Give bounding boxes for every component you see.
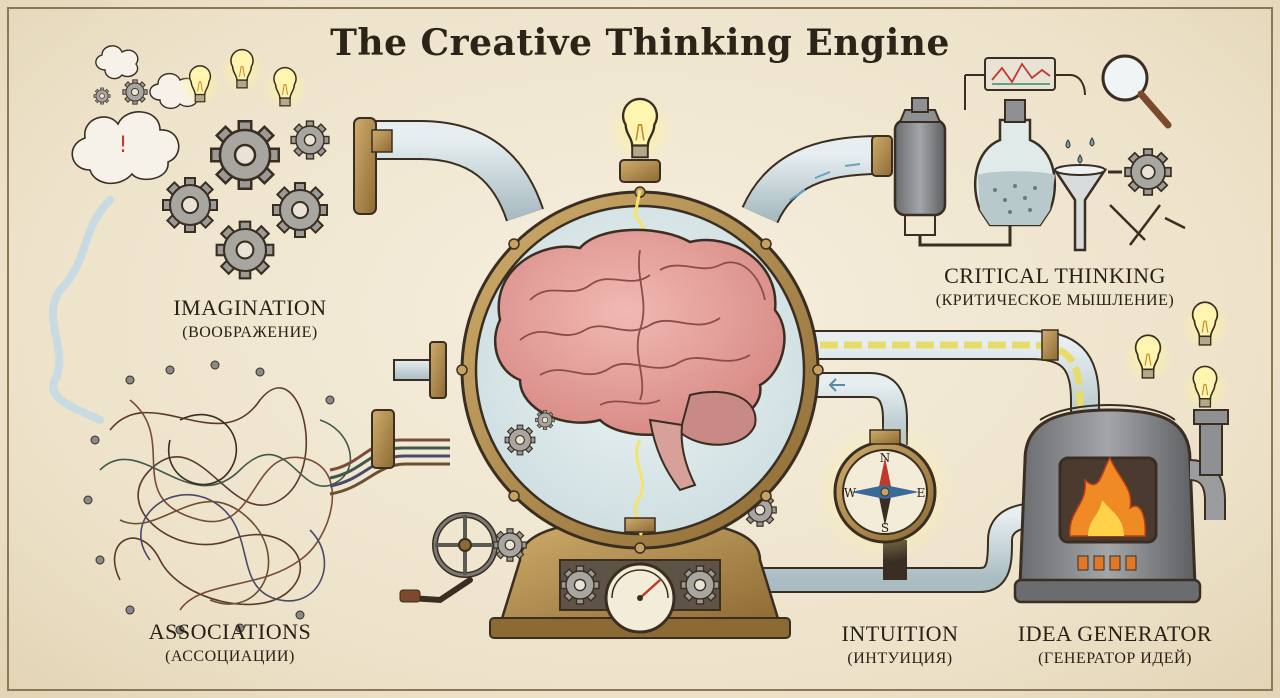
gear-icon (162, 177, 218, 233)
association-wires (329, 438, 450, 496)
critical-thinking-apparatus (893, 54, 1186, 252)
wire-coupling (371, 409, 395, 469)
critical-thinking-subtitle: (КРИТИЧЕСКОЕ МЫШЛЕНИЕ) (935, 292, 1175, 310)
flask-icon (973, 99, 1057, 227)
lightbulb-icon (605, 95, 675, 165)
lightbulb-icon (1180, 363, 1230, 413)
intuition-subtitle: (ИНТУИЦИЯ) (847, 650, 953, 668)
diagram-title: The Creative Thinking Engine (330, 22, 950, 64)
compass-icon: N S E W (815, 422, 955, 562)
valve-wheel-icon (399, 512, 498, 604)
imagination-label: IMAGINATION (ВООБРАЖЕНИЕ) (140, 295, 360, 342)
gear-icon (290, 120, 330, 160)
idea-generator-subtitle: (ГЕНЕРАТОР ИДЕЙ) (1038, 650, 1192, 668)
associations-title: ASSOCIATIONS (148, 619, 312, 644)
frame-border (7, 7, 1273, 691)
compass-n-label: N (880, 451, 891, 465)
tools-icon (1109, 204, 1186, 246)
cloud-icon (95, 45, 139, 80)
lightbulb-icon (1122, 332, 1174, 384)
imagination-subtitle: (ВООБРАЖЕНИЕ) (182, 324, 318, 342)
brain-icon (493, 228, 786, 492)
compass-s-label: S (881, 521, 889, 535)
gear-icon (215, 220, 275, 280)
lightbulb-icon (262, 65, 308, 111)
imagination-title: IMAGINATION (173, 295, 327, 320)
furnace-icon (1013, 404, 1229, 604)
gear-icon (210, 120, 280, 190)
gear-icon (122, 79, 148, 105)
gear-icon (272, 182, 328, 238)
compass-e-label: E (917, 486, 926, 500)
intuition-label: INTUITION (ИНТУИЦИЯ) (815, 621, 985, 668)
gear-icon (93, 87, 111, 105)
funnel-icon (1052, 164, 1108, 252)
compass-w-label: W (844, 486, 857, 500)
gear-icon (1124, 148, 1172, 196)
pipe-flange (429, 341, 447, 399)
tangle-icon (83, 360, 352, 635)
critical-thinking-title: CRITICAL THINKING (944, 263, 1166, 288)
intuition-title: INTUITION (841, 621, 959, 646)
smoke-trail (48, 196, 114, 424)
gauge-icon (604, 562, 676, 634)
svg-text:!: ! (119, 133, 128, 158)
idea-generator-title: IDEA GENERATOR (1017, 621, 1213, 646)
monitor-icon (984, 57, 1056, 91)
magnifier-icon (1101, 54, 1172, 129)
critical-thinking-label: CRITICAL THINKING (КРИТИЧЕСКОЕ МЫШЛЕНИЕ) (895, 263, 1215, 310)
lightbulb-icon (178, 63, 222, 107)
inlet-flange (353, 117, 377, 215)
associations-label: ASSOCIATIONS (АССОЦИАЦИИ) (120, 619, 340, 666)
associations-subtitle: (АССОЦИАЦИИ) (165, 648, 295, 666)
idea-generator-label: IDEA GENERATOR (ГЕНЕРАТОР ИДЕЙ) (995, 621, 1235, 668)
imagination-cluster: ! (48, 45, 330, 424)
cloud-icon: ! (71, 111, 180, 185)
